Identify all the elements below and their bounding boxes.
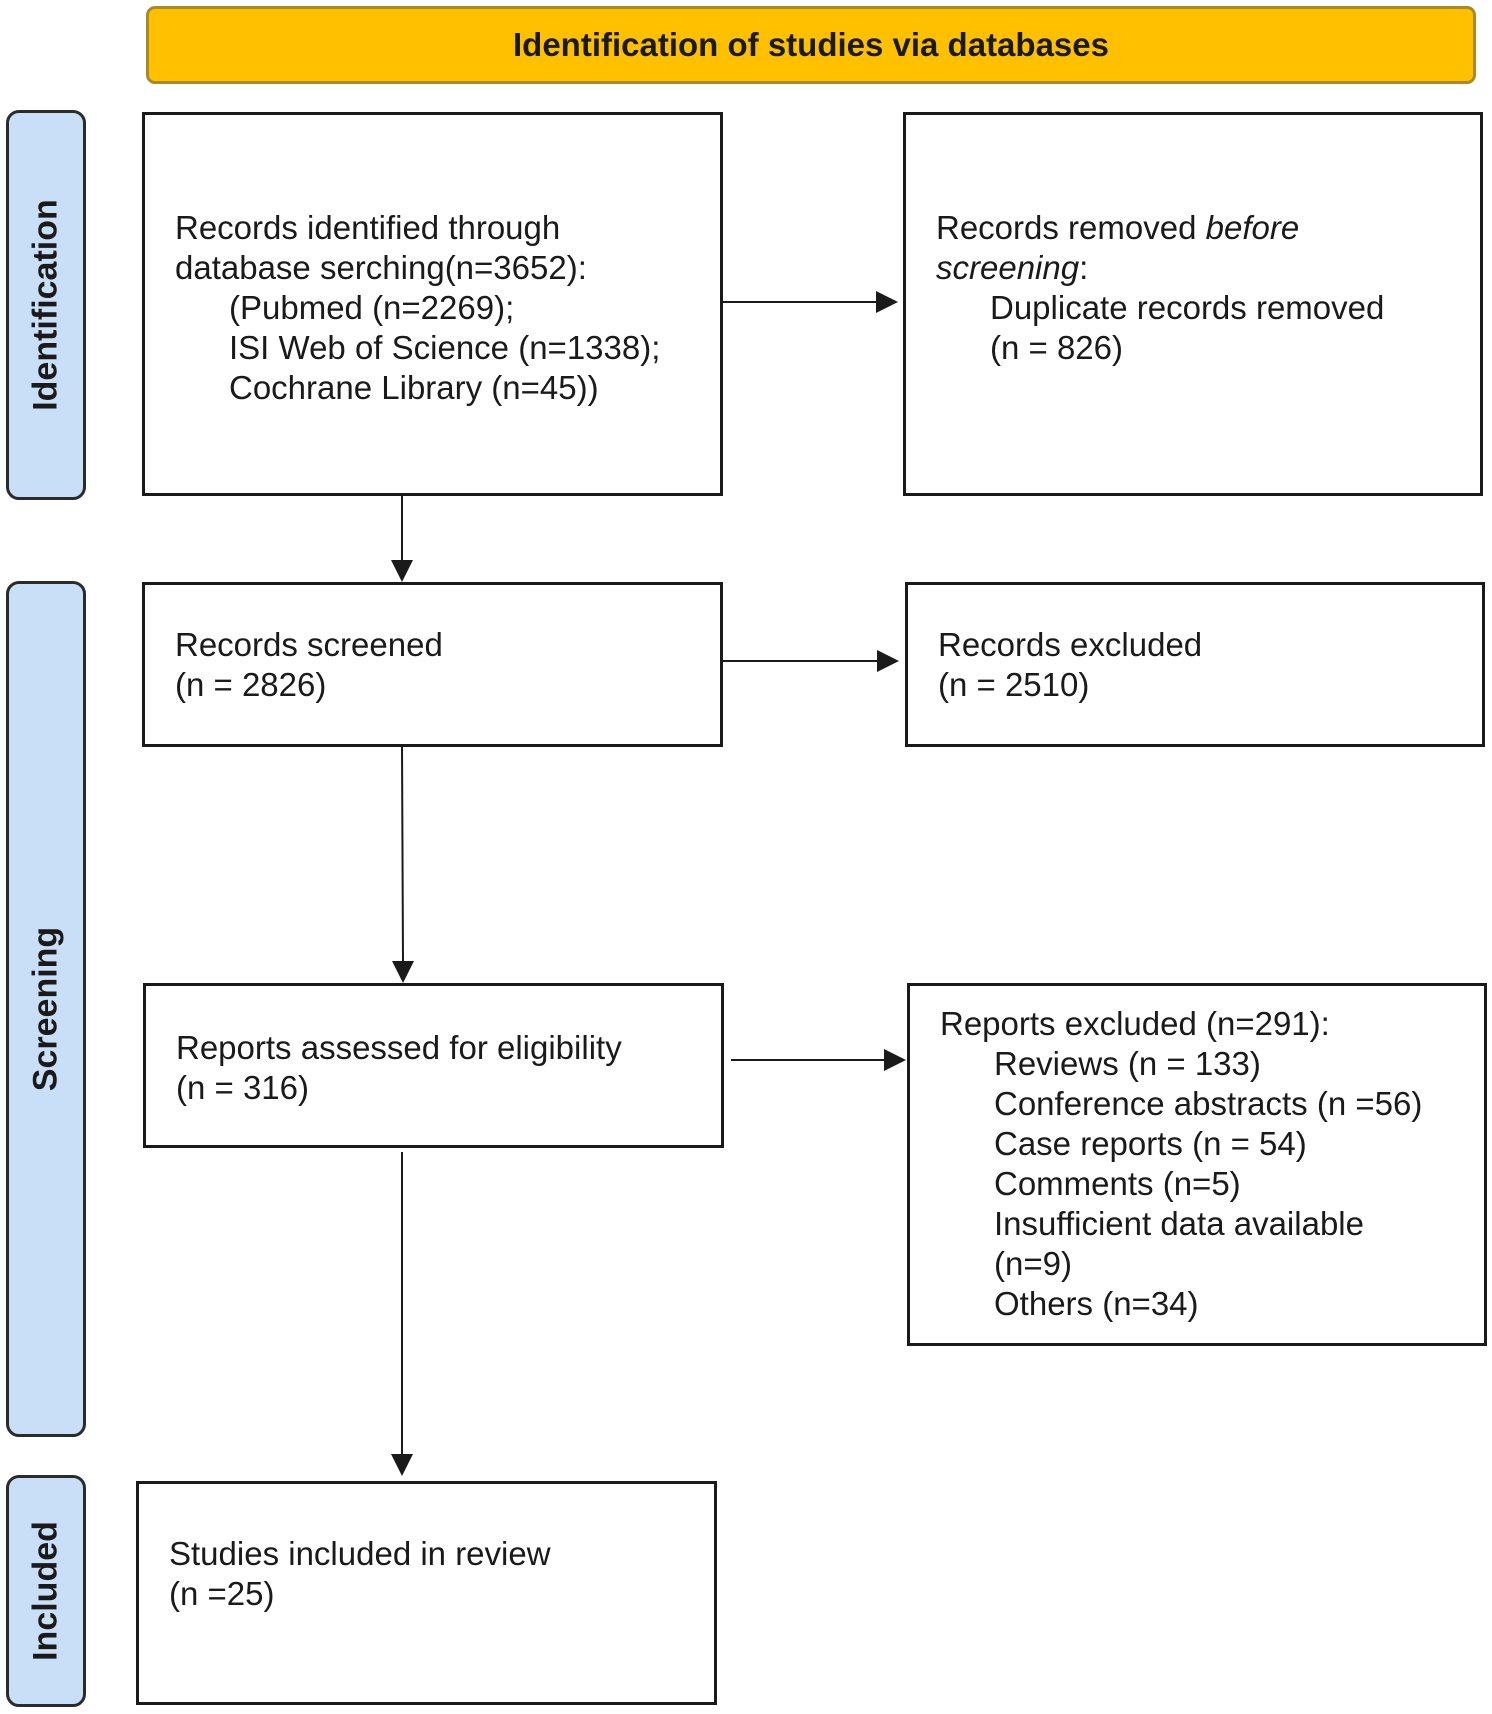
records-removed-screening: screening: [936, 249, 1080, 286]
records-screened-count: (n = 2826): [175, 666, 327, 703]
phase-identification: Identification: [6, 110, 86, 500]
source-cochrane: Cochrane Library (n=45)): [229, 369, 599, 406]
header-title: Identification of studies via databases: [513, 26, 1109, 63]
studies-included-label: Studies included in review: [169, 1535, 551, 1572]
studies-included-count: (n =25): [169, 1575, 275, 1612]
reports-excluded-item: Case reports (n = 54): [994, 1125, 1307, 1162]
arrowhead-identified-to-removed: [876, 291, 898, 313]
phase-screening: Screening: [6, 581, 86, 1437]
phase-included: Included: [6, 1475, 86, 1707]
reports-excluded-item: (n=9): [994, 1245, 1072, 1282]
reports-excluded-box: Reports excluded (n=291): Reviews (n = 1…: [907, 983, 1487, 1346]
reports-excluded-item: Insufficient data available: [994, 1205, 1364, 1242]
arrow-screened-to-assessed: [401, 746, 404, 962]
reports-excluded-item: Comments (n=5): [994, 1165, 1241, 1202]
arrowhead-screened-to-excluded: [877, 650, 899, 672]
records-removed-line1: Records removed before: [936, 208, 1480, 248]
records-removed-prefix: Records removed: [936, 209, 1206, 246]
arrowhead-assessed-to-excluded: [884, 1049, 906, 1071]
records-screened-box: Records screened (n = 2826): [142, 582, 723, 747]
duplicate-records-label: Duplicate records removed: [990, 289, 1385, 326]
duplicate-records-count: (n = 826): [990, 329, 1123, 366]
records-removed-before: before: [1205, 209, 1300, 246]
records-removed-box: Records removed before screening: Duplic…: [903, 112, 1483, 496]
records-identified-line2: database serching(n=3652):: [175, 249, 587, 286]
arrowhead-screened-to-assessed: [392, 961, 414, 983]
reports-excluded-title: Reports excluded (n=291):: [940, 1005, 1330, 1042]
header-bar: Identification of studies via databases: [146, 6, 1476, 84]
arrowhead-identified-to-screened: [391, 560, 413, 582]
source-pubmed: (Pubmed (n=2269);: [229, 289, 515, 326]
reports-excluded-item: Others (n=34): [994, 1285, 1199, 1322]
records-removed-colon: :: [1079, 249, 1089, 286]
records-excluded-box: Records excluded (n = 2510): [905, 582, 1485, 747]
reports-excluded-item: Conference abstracts (n =56): [994, 1085, 1423, 1122]
arrowhead-assessed-to-included: [391, 1454, 413, 1476]
reports-assessed-count: (n = 316): [176, 1069, 309, 1106]
records-excluded-label: Records excluded: [938, 626, 1203, 663]
records-identified-line1: Records identified through: [175, 209, 561, 246]
reports-excluded-item: Reviews (n = 133): [994, 1045, 1261, 1082]
records-screened-label: Records screened: [175, 626, 443, 663]
records-excluded-count: (n = 2510): [938, 666, 1090, 703]
records-identified-box: Records identified through database serc…: [142, 112, 723, 496]
records-removed-line2: screening:: [936, 248, 1480, 288]
reports-assessed-label: Reports assessed for eligibility: [176, 1029, 622, 1066]
studies-included-box: Studies included in review (n =25): [136, 1481, 717, 1705]
source-web-of-science: ISI Web of Science (n=1338);: [229, 329, 661, 366]
reports-assessed-box: Reports assessed for eligibility (n = 31…: [143, 983, 724, 1148]
